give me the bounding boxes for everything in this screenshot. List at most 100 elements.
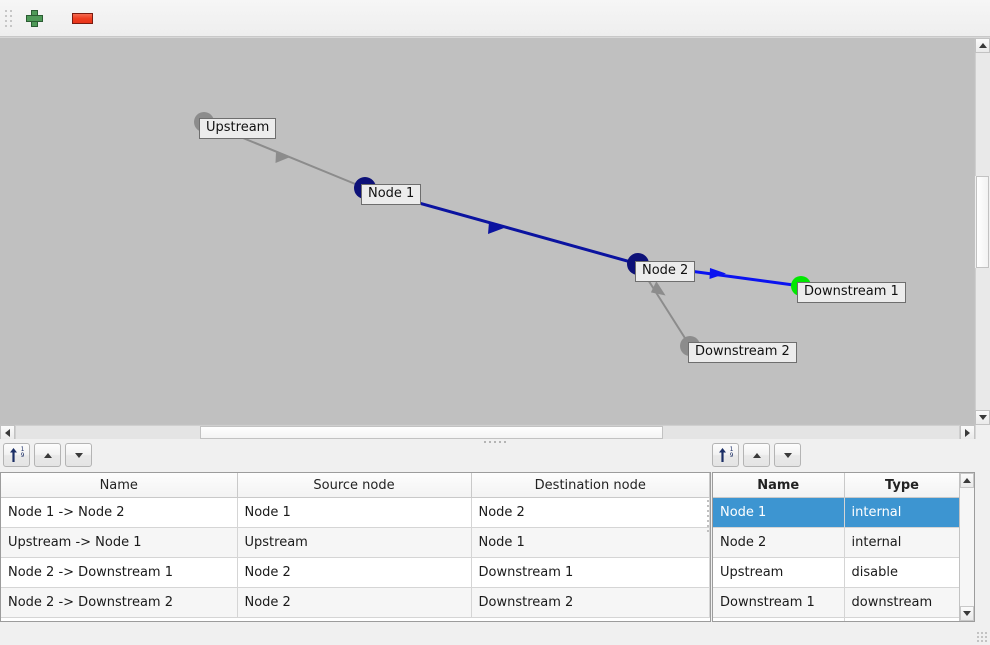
graph-node-label-downstream2[interactable]: Downstream 2 bbox=[688, 342, 797, 363]
edge-source: Upstream bbox=[237, 527, 472, 558]
nodes-move-down-button[interactable] bbox=[774, 443, 801, 467]
triangle-up-icon bbox=[963, 478, 971, 483]
arrowhead bbox=[709, 268, 726, 279]
scroll-right-button[interactable] bbox=[960, 425, 975, 440]
canvas-vertical-scrollbar[interactable] bbox=[974, 38, 990, 425]
node-type: internal bbox=[844, 497, 961, 528]
graph-node-label-downstream1[interactable]: Downstream 1 bbox=[797, 282, 906, 303]
scrollbar-track-upper[interactable] bbox=[975, 53, 990, 176]
edge-name: Node 2 -> Downstream 1 bbox=[1, 557, 238, 588]
toolbar-drag-handle[interactable] bbox=[3, 7, 13, 29]
toolbar bbox=[0, 0, 990, 37]
edge-destination: Downstream 1 bbox=[471, 557, 710, 588]
nodes-scroll-up-button[interactable] bbox=[960, 473, 974, 488]
scroll-up-button[interactable] bbox=[975, 38, 990, 53]
empty-cell bbox=[471, 617, 710, 621]
edges-col-source[interactable]: Source node bbox=[237, 473, 472, 498]
node-name: Downstream 1 bbox=[713, 587, 845, 618]
edges-table-header-row: Name Source node Destination node bbox=[1, 473, 710, 498]
horizontal-scroll-thumb[interactable] bbox=[200, 426, 663, 439]
graph-node-label-upstream[interactable]: Upstream bbox=[199, 118, 277, 139]
empty-cell bbox=[844, 617, 961, 621]
node-type: internal bbox=[844, 527, 961, 558]
canvas-horizontal-scrollbar[interactable] bbox=[0, 424, 990, 440]
add-node-button[interactable] bbox=[19, 4, 49, 32]
scroll-left-button[interactable] bbox=[0, 425, 15, 440]
edges-table[interactable]: Name Source node Destination node Node 1… bbox=[1, 473, 710, 621]
remove-node-button[interactable] bbox=[67, 4, 97, 32]
nodes-scroll-down-button[interactable] bbox=[960, 606, 974, 621]
empty-cell bbox=[1, 617, 237, 621]
triangle-left-icon bbox=[5, 428, 10, 437]
graph-edges bbox=[203, 121, 802, 347]
triangle-up-icon bbox=[752, 452, 761, 458]
scrollbar-corner bbox=[975, 425, 990, 440]
graph-svg[interactable] bbox=[0, 38, 975, 425]
triangle-up-icon bbox=[43, 452, 52, 458]
arrowhead bbox=[650, 281, 666, 296]
graph-node-label-node1[interactable]: Node 1 bbox=[361, 184, 422, 205]
triangle-down-icon bbox=[963, 611, 971, 616]
node-name: Upstream bbox=[713, 557, 845, 588]
graph-canvas-area[interactable]: Upstream Node 1 Node 2 Downstream 1 Down… bbox=[0, 37, 990, 440]
triangle-up-icon bbox=[978, 43, 987, 48]
edges-table-empty-row bbox=[1, 617, 710, 621]
edges-table-pane[interactable]: Name Source node Destination node Node 1… bbox=[0, 472, 711, 622]
edge-destination: Downstream 2 bbox=[471, 587, 710, 618]
edge-name: Node 2 -> Downstream 2 bbox=[1, 587, 238, 618]
edges-move-up-button[interactable] bbox=[34, 443, 61, 467]
nodes-table-header-row: Name Type bbox=[713, 473, 974, 498]
nodes-table-scrollbar[interactable] bbox=[959, 473, 974, 621]
edge-name: Node 1 -> Node 2 bbox=[1, 497, 238, 528]
edge-source: Node 2 bbox=[237, 587, 472, 618]
edges-col-destination[interactable]: Destination node bbox=[471, 473, 710, 498]
graph-node-label-node2[interactable]: Node 2 bbox=[635, 261, 696, 282]
edge-name: Upstream -> Node 1 bbox=[1, 527, 238, 558]
edge-destination: Node 2 bbox=[471, 497, 710, 528]
node-type: downstream bbox=[844, 587, 961, 618]
arrowhead bbox=[275, 152, 289, 163]
pane-splitter[interactable] bbox=[0, 439, 990, 444]
nodes-col-type[interactable]: Type bbox=[844, 473, 961, 498]
triangle-down-icon bbox=[978, 415, 987, 420]
node-type: disable bbox=[844, 557, 961, 588]
edges-col-name[interactable]: Name bbox=[1, 473, 238, 498]
arrowhead bbox=[488, 222, 504, 234]
vertical-scroll-thumb[interactable] bbox=[976, 176, 989, 268]
edge-source: Node 2 bbox=[237, 557, 472, 588]
nodes-move-up-button[interactable] bbox=[743, 443, 770, 467]
nodes-col-name[interactable]: Name bbox=[713, 473, 845, 498]
edge-destination: Node 1 bbox=[471, 527, 710, 558]
empty-cell bbox=[237, 617, 471, 621]
graph-nodes bbox=[194, 112, 811, 356]
nodes-table-empty-row bbox=[713, 617, 974, 621]
scroll-down-button[interactable] bbox=[975, 410, 990, 425]
window-resize-grip[interactable] bbox=[977, 632, 987, 642]
edges-move-down-button[interactable] bbox=[65, 443, 92, 467]
plus-icon bbox=[25, 9, 43, 27]
scrollbar-track-lower[interactable] bbox=[975, 268, 990, 410]
pane-resize-grip[interactable] bbox=[705, 500, 710, 540]
empty-cell bbox=[713, 617, 845, 621]
node-name: Node 2 bbox=[713, 527, 845, 558]
triangle-down-icon bbox=[74, 452, 83, 458]
minus-icon bbox=[71, 12, 93, 24]
